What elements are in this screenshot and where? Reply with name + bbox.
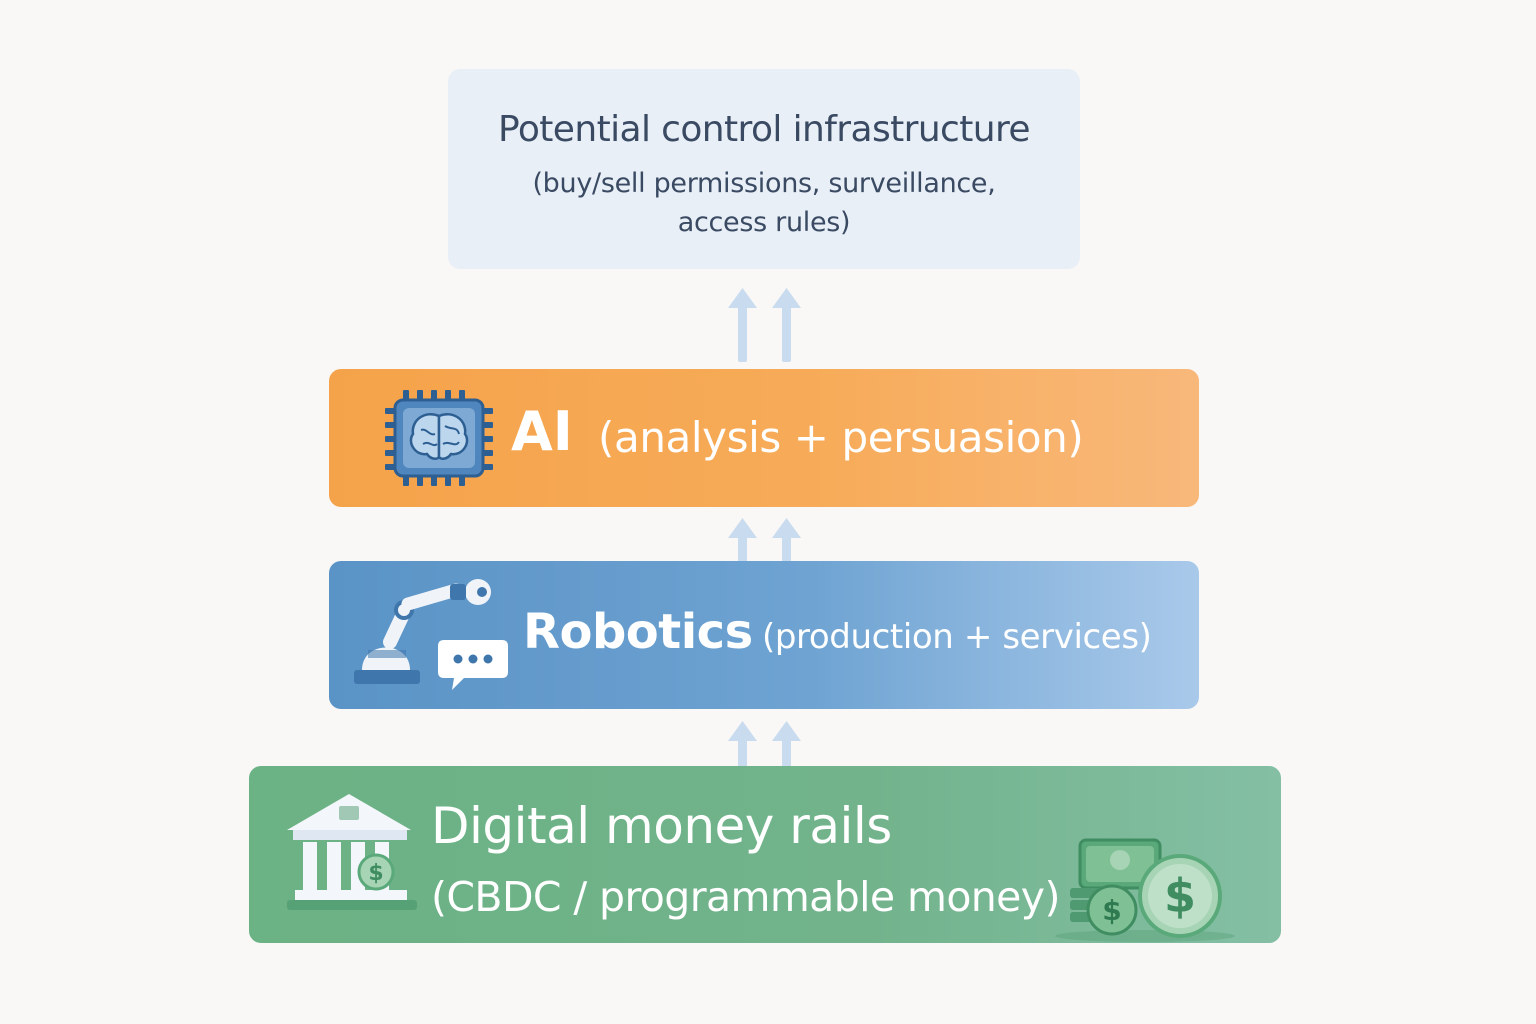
svg-text:$: $ [1164,869,1196,923]
svg-text:$: $ [368,861,383,886]
control-infrastructure-line-3: access rules) [677,207,851,238]
control-infrastructure-box: Potential control infrastructure (buy/se… [448,69,1080,269]
up-arrow-icon [728,288,801,362]
ai-label: AI [511,400,573,463]
robot-arm-icon [354,579,508,690]
control-infrastructure-line-2: (buy/sell permissions, surveillance, [532,168,996,199]
up-arrow-icon [728,721,801,767]
control-infrastructure-title: Potential control infrastructure [498,109,1031,150]
up-arrow-icon [728,518,801,564]
robotics-label: Robotics [523,604,753,660]
svg-text:$: $ [1102,894,1121,927]
dollar-coins-icon: $ $ [1055,838,1235,942]
ai-description: (analysis + persuasion) [598,413,1084,462]
bank-building-icon: $ [287,794,417,910]
digital-money-description: (CBDC / programmable money) [431,873,1060,921]
ai-chip-brain-icon [385,390,493,486]
robotics-description: (production + services) [762,617,1152,657]
digital-money-label: Digital money rails [431,797,892,855]
